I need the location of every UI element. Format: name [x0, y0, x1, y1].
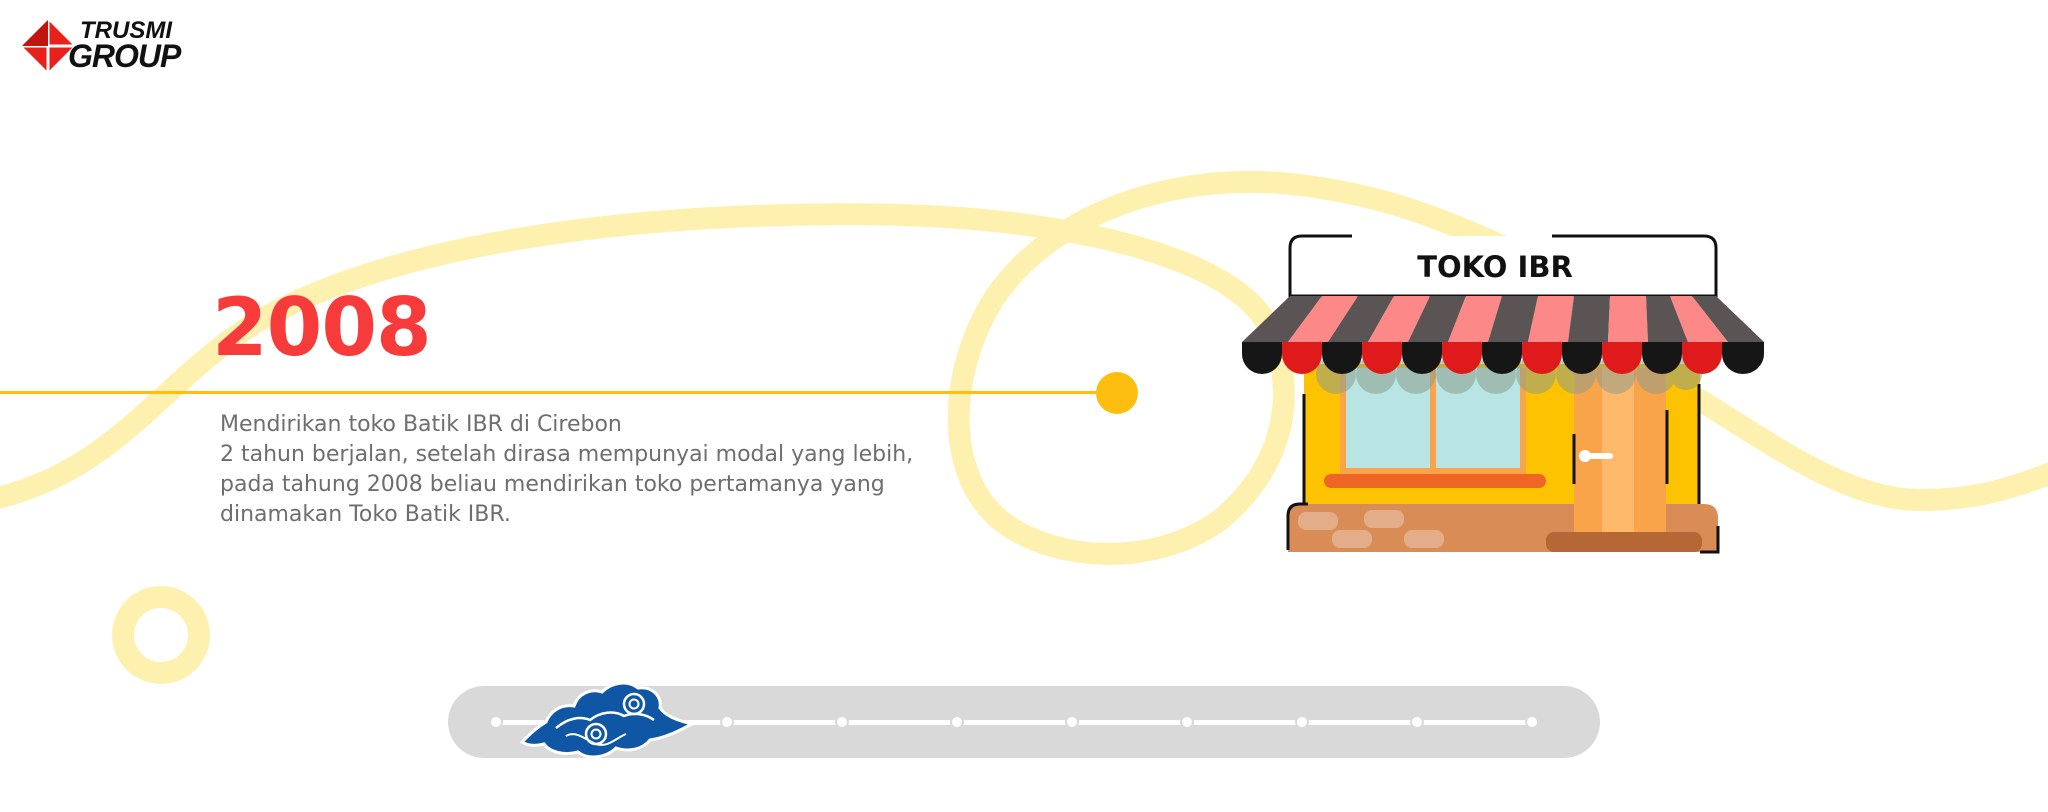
description-line: pada tahung 2008 beliau mendirikan toko … [220, 472, 885, 497]
description-line: Mendirikan toko Batik IBR di Cirebon [220, 412, 622, 437]
mega-mendung-cloud-icon [519, 681, 697, 759]
slider-stop[interactable] [489, 715, 503, 729]
timeline-line [0, 391, 1100, 394]
slider-stop[interactable] [1295, 715, 1309, 729]
logo-line-2: GROUP [68, 38, 181, 75]
slider-stop[interactable] [1180, 715, 1194, 729]
description-line: dinamakan Toko Batik IBR. [220, 502, 511, 527]
storefront-illustration: TOKO IBR [1240, 234, 1770, 554]
logo-line-1: TRUSMI [80, 17, 172, 45]
milestone-description: Mendirikan toko Batik IBR di Cirebon 2 t… [220, 410, 1020, 530]
slider-stop[interactable] [835, 715, 849, 729]
milestone-year: 2008 [212, 281, 432, 374]
slider-track[interactable] [496, 720, 1536, 725]
slider-thumb[interactable] [516, 676, 697, 762]
slider-stop[interactable] [1525, 715, 1539, 729]
shop-sign-text: TOKO IBR [1417, 250, 1573, 284]
trusmi-group-logo[interactable]: TRUSMI GROUP [20, 16, 181, 76]
logo-wordmark: TRUSMI GROUP [68, 17, 181, 75]
logo-diamond-icon [20, 18, 76, 74]
timeline-node [1096, 372, 1138, 414]
slider-stop[interactable] [1410, 715, 1424, 729]
slider-stop[interactable] [950, 715, 964, 729]
slider-stop[interactable] [720, 715, 734, 729]
slider-stop[interactable] [1065, 715, 1079, 729]
timeline-slider[interactable] [448, 681, 1600, 759]
storefront-icon [1242, 234, 1764, 554]
decorative-ring [112, 586, 210, 684]
description-line: 2 tahun berjalan, setelah dirasa mempuny… [220, 442, 914, 467]
